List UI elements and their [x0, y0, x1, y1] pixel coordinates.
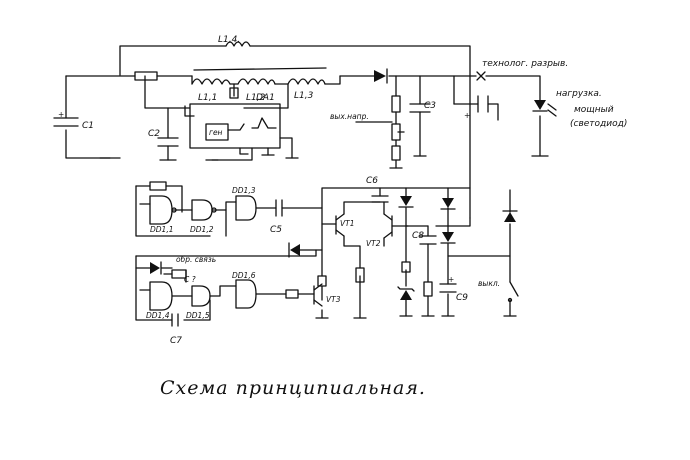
resistor-vt3 [317, 275, 327, 287]
diode-feedback [288, 242, 300, 258]
zener-lower [397, 286, 415, 300]
capacitor-c5 [275, 199, 283, 217]
capacitor-c9: + [439, 275, 457, 293]
label-c6: C6 [366, 176, 378, 186]
resistor-zener [401, 261, 411, 273]
gate-dd16 [235, 279, 257, 309]
inductor-l12 [237, 78, 276, 85]
label-c9: C9 [456, 293, 468, 303]
svg-text:+: + [448, 275, 454, 284]
capacitor-c3 [409, 103, 431, 113]
gate-dd11 [149, 195, 177, 225]
label-l12: L1,2 [246, 93, 266, 103]
label-load-3: (светодиод) [570, 119, 627, 129]
label-dd11: DD1,1 [150, 225, 173, 234]
label-vt2: VT2 [366, 239, 381, 248]
inductor-l11 [191, 78, 231, 85]
diode-d-mid-right [440, 232, 456, 244]
gate-dd12 [191, 199, 217, 221]
label-plus: + [464, 111, 470, 120]
label-load-2: мощный [574, 105, 614, 115]
label-vyhnapr: вых.напр. [330, 112, 369, 121]
label-c2: C2 [148, 129, 160, 139]
label-dd15: DD1,5 [186, 311, 210, 320]
inductor-l13 [287, 78, 326, 85]
capacitor-output [477, 95, 489, 113]
gate-dd13 [235, 195, 257, 221]
label-dd12: DD1,2 [190, 225, 214, 234]
label-c1: C1 [82, 121, 94, 131]
label-c5: C5 [270, 225, 282, 235]
svg-text:+: + [58, 110, 64, 119]
label-obr: обр. связь [176, 255, 216, 264]
diode-d-upper-right [440, 198, 456, 210]
diode-top [374, 68, 388, 84]
capacitor-c2 [157, 137, 179, 161]
diode-feedback-osc [150, 261, 162, 275]
capacitor-c6 [371, 195, 389, 203]
label-tehn: технолог. разрыв. [482, 59, 568, 69]
capacitor-c8 [419, 235, 437, 245]
label-load-1: нагрузка. [556, 89, 602, 99]
resistor-divider-2 [391, 145, 401, 161]
label-l13: L1,3 [294, 91, 314, 101]
label-c8: C8 [412, 231, 424, 241]
label-da1: DA1 [256, 93, 275, 103]
gate-dd15 [191, 285, 211, 307]
diode-d-upper-left [398, 196, 414, 208]
label-gen: ген [209, 128, 223, 137]
label-l14: L1,4. [218, 35, 240, 45]
label-c7: C7 [170, 336, 182, 346]
resistor-obr [171, 269, 187, 279]
led-load [532, 100, 557, 117]
label-c3: C3 [424, 101, 436, 111]
resistor-c8 [423, 281, 433, 297]
break-marker [476, 71, 486, 81]
transistor-vt2 [383, 213, 393, 239]
label-cq: C ? [184, 275, 196, 284]
label-dd13: DD1,3 [232, 186, 256, 195]
chip-da1 [189, 87, 281, 149]
transistor-vt3 [313, 283, 323, 307]
diode-far-right [502, 210, 518, 222]
resistor-osc-top [149, 181, 167, 191]
resistor-divider-1 [391, 95, 401, 113]
gate-dd14 [149, 281, 173, 311]
label-vt3: VT3 [326, 295, 341, 304]
capacitor-c7 [171, 313, 179, 327]
resistor-vt3-base [285, 289, 299, 299]
switch-vykl [507, 281, 519, 303]
transistor-vt1 [335, 213, 345, 237]
top-section-wiring [65, 45, 541, 219]
label-vt1: VT1 [340, 219, 354, 228]
inductor-l14 [225, 41, 251, 47]
resistor-vt [355, 267, 365, 283]
label-vykl: выкл. [478, 279, 500, 288]
label-dd14: DD1,4 [146, 311, 170, 320]
label-dd16: DD1,6 [232, 271, 256, 280]
capacitor-c1: + [53, 110, 79, 127]
diagram-title: Схема принципиальная. [160, 377, 426, 399]
resistor-top-left [134, 71, 158, 81]
logic-section-wiring [135, 185, 511, 321]
label-l11: L1,1 [198, 93, 217, 103]
